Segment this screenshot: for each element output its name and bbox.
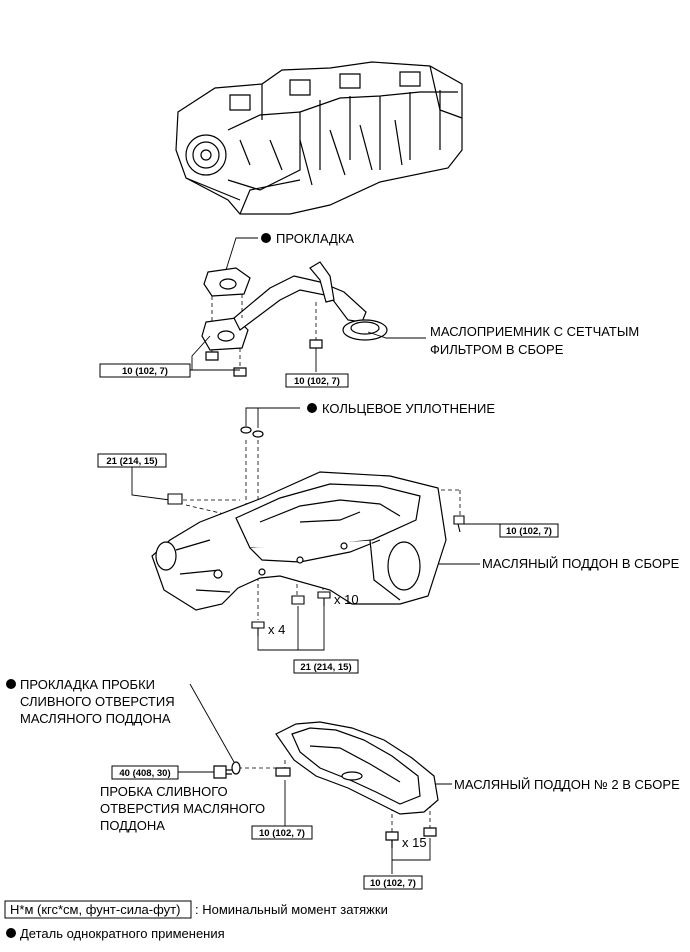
label-strainer-2: ФИЛЬТРОМ В СБОРЕ: [430, 342, 564, 357]
oil-pan-drawing: [151, 471, 447, 611]
legend-torque-units: Н*м (кгс*см, фунт-сила-фут): [10, 902, 180, 917]
label-gasket: ПРОКЛАДКА: [276, 231, 354, 246]
label-drain-gasket-3: МАСЛЯНОГО ПОДДОНА: [20, 711, 171, 726]
svg-text:10 (102, 7): 10 (102, 7): [506, 526, 552, 537]
label-drain-plug-1: ПРОБКА СЛИВНОГО: [100, 784, 228, 799]
oil-pan-2-drawing: [275, 721, 439, 848]
label-oil-pan-2: МАСЛЯНЫЙ ПОДДОН № 2 В СБОРЕ: [454, 777, 680, 792]
label-o-ring: КОЛЬЦЕВОЕ УПЛОТНЕНИЕ: [322, 401, 495, 416]
bullet-legend: [6, 928, 16, 938]
torque-box-strainer-left: 10 (102, 7): [99, 363, 191, 378]
drain-plug-drawing: [213, 761, 241, 779]
svg-text:10 (102, 7): 10 (102, 7): [259, 828, 305, 839]
o-ring-drawing: [240, 426, 264, 438]
count-x10: x 10: [334, 592, 359, 607]
non-reusable-markers: [6, 233, 317, 938]
label-drain-gasket-1: ПРОКЛАДКА ПРОБКИ: [20, 677, 155, 692]
bullet-o-ring: [307, 403, 317, 413]
bullet-drain-gasket: [6, 679, 16, 689]
legend-torque-desc: : Номинальный момент затяжки: [195, 902, 388, 917]
svg-text:21 (214, 15): 21 (214, 15): [300, 662, 351, 673]
torque-box-pan2-right: 10 (102, 7): [363, 875, 423, 890]
torque-box-strainer-right: 10 (102, 7): [285, 373, 349, 388]
count-x15: x 15: [402, 835, 427, 850]
bullet-gasket: [261, 233, 271, 243]
engine-block-drawing: [175, 61, 463, 215]
leader-lines: [131, 237, 500, 874]
torque-box-pan2-left: 10 (102, 7): [251, 825, 313, 840]
svg-text:10 (102, 7): 10 (102, 7): [122, 366, 168, 377]
oil-pan-fasteners: [167, 493, 465, 636]
legend: Н*м (кгс*см, фунт-сила-фут) : Номинальны…: [4, 900, 388, 941]
svg-text:10 (102, 7): 10 (102, 7): [370, 878, 416, 889]
label-drain-plug-3: ПОДДОНА: [100, 818, 165, 833]
label-drain-gasket-2: СЛИВНОГО ОТВЕРСТИЯ: [20, 694, 175, 709]
torque-box-pan-bottom: 21 (214, 15): [293, 659, 359, 674]
label-oil-pan: МАСЛЯНЫЙ ПОДДОН В СБОРЕ: [482, 556, 680, 571]
legend-torque-box: [4, 900, 192, 919]
svg-text:21 (214, 15): 21 (214, 15): [106, 456, 157, 467]
torque-box-pan-right: 10 (102, 7): [499, 523, 559, 538]
count-x4: x 4: [268, 622, 285, 637]
svg-text:10 (102, 7): 10 (102, 7): [294, 376, 340, 387]
torque-box-pan-left: 21 (214, 15): [97, 453, 167, 468]
label-drain-plug-2: ОТВЕРСТИЯ МАСЛЯНОГО: [100, 801, 265, 816]
strainer-drawing: [201, 261, 388, 377]
label-strainer-1: МАСЛОПРИЕМНИК С СЕТЧАТЫМ: [430, 324, 639, 339]
legend-non-reusable: Деталь однократного применения: [20, 926, 225, 941]
torque-box-drain: 40 (408, 30): [111, 765, 179, 780]
svg-text:40 (408, 30): 40 (408, 30): [119, 768, 170, 779]
